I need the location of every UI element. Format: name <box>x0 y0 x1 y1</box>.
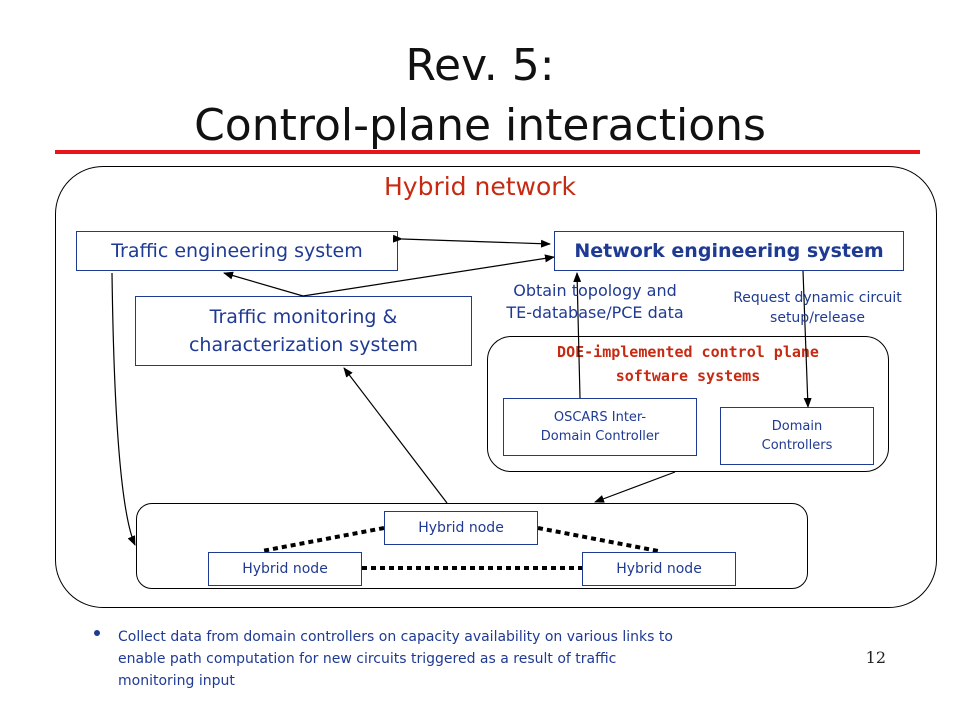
traffic-engineering-system-label: Traffic engineering system <box>111 240 363 262</box>
node-link-right <box>537 526 659 553</box>
bullet-line1: Collect data from domain controllers on … <box>118 629 673 645</box>
request-circuit-label-line1: Request dynamic circuit <box>733 290 902 306</box>
slide-title-line2: Control-plane interactions <box>194 100 766 151</box>
hybrid-node-label: Hybrid node <box>418 520 504 536</box>
request-circuit-label: Request dynamic circuit setup/release <box>710 288 925 328</box>
traffic-engineering-system-box: Traffic engineering system <box>76 231 398 271</box>
tmc-to-tes-arrow <box>223 271 304 297</box>
doe-to-nodes-arrow <box>594 471 676 503</box>
request-circuit-label-line2: setup/release <box>770 310 865 326</box>
hybrid-node-label: Hybrid node <box>616 561 702 577</box>
hybrid-network-frame <box>55 166 937 608</box>
bullet-marker <box>94 630 100 636</box>
hybrid-node-left: Hybrid node <box>208 552 362 586</box>
hybrid-network-title: Hybrid network <box>383 172 577 201</box>
domain-controllers-label-line1: Domain <box>771 419 823 434</box>
tes-nes-arrow <box>392 234 551 248</box>
tmc-to-nes-arrow <box>302 254 555 297</box>
traffic-monitoring-label-line2: characterization system <box>188 334 418 356</box>
hybrid-node-label: Hybrid node <box>242 561 328 577</box>
doe-to-nes-arrow <box>573 272 582 399</box>
bullet-text: Collect data from domain controllers on … <box>118 626 818 692</box>
network-engineering-system-label: Network engineering system <box>574 240 884 262</box>
traffic-monitoring-box: Traffic monitoring & characterization sy… <box>135 296 472 366</box>
oscars-label-line2: Domain Controller <box>540 429 660 444</box>
hybrid-nodes-group <box>136 503 808 589</box>
doe-group-title-line1: DOE-implemented control plane <box>557 343 819 361</box>
bullet-line2: enable path computation for new circuits… <box>118 651 617 667</box>
traffic-monitoring-label-line1: Traffic monitoring & <box>209 306 398 328</box>
hybrid-node-right: Hybrid node <box>582 552 736 586</box>
title-underline <box>55 150 920 154</box>
network-engineering-system-box: Network engineering system <box>554 231 904 271</box>
domain-controllers-label-line2: Controllers <box>761 438 833 453</box>
bullet-line3: monitoring input <box>118 673 235 689</box>
oscars-box: OSCARS Inter- Domain Controller <box>503 398 697 456</box>
obtain-topology-label-line2: TE-database/PCE data <box>506 303 684 322</box>
nodes-to-tmc-arrow <box>343 367 448 504</box>
node-link-left <box>261 526 385 553</box>
obtain-topology-label-line1: Obtain topology and <box>513 281 677 300</box>
doe-control-plane-group <box>487 336 889 472</box>
oscars-label-line1: OSCARS Inter- <box>553 410 647 425</box>
slide-title-line1: Rev. 5: <box>405 40 555 91</box>
domain-controllers-box: Domain Controllers <box>720 407 874 465</box>
doe-group-title: DOE-implemented control plane software s… <box>487 340 889 388</box>
hybrid-node-top: Hybrid node <box>384 511 538 545</box>
nes-to-domain-arrow <box>802 270 812 408</box>
doe-group-title-line2: software systems <box>615 367 761 385</box>
tes-to-nodes-arrow <box>111 272 136 546</box>
obtain-topology-label: Obtain topology and TE-database/PCE data <box>470 280 720 324</box>
page-number: 12 <box>865 648 886 667</box>
